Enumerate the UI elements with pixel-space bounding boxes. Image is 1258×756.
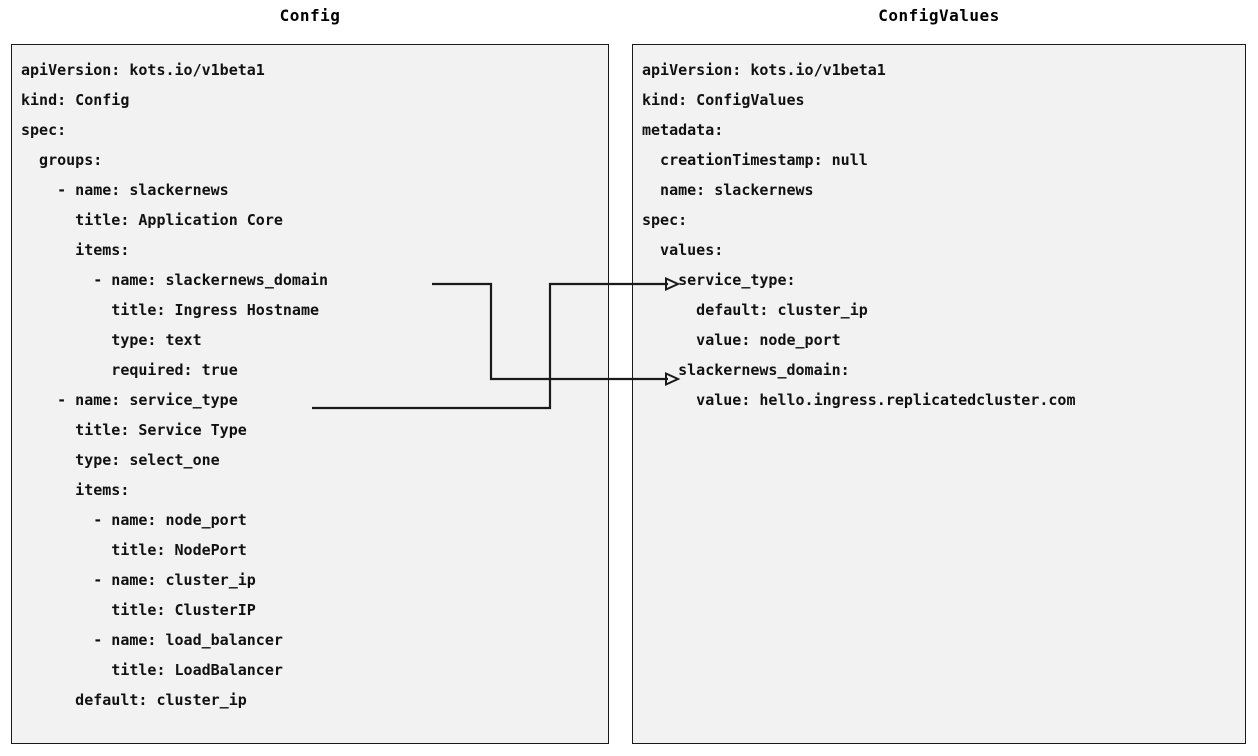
config-line-16: title: NodePort [21,541,247,559]
configvalues-line-6: values: [642,241,724,259]
config-line-21: default: cluster_ip [21,691,247,709]
config-line-11: - name: service_type [21,391,238,409]
configvalues-line-8: default: cluster_ip [642,301,868,319]
configvalues-yaml-panel: apiVersion: kots.io/v1beta1 kind: ConfigV… [632,44,1246,744]
configvalues-line-9: value: node_port [642,331,841,349]
configvalues-line-5: spec: [642,211,688,229]
configvalues-line-10: slackernews_domain: [642,361,850,379]
config-line-6: items: [21,241,130,259]
config-line-12: title: Service Type [21,421,247,439]
config-line-14: items: [21,481,130,499]
config-line-1: kind: Config [21,91,130,109]
config-line-7: - name: slackernews_domain [21,271,329,289]
config-line-18: title: ClusterIP [21,601,256,619]
config-line-8: title: Ingress Hostname [21,301,320,319]
config-yaml-content: apiVersion: kots.io/v1beta1 kind: Config s… [21,55,608,715]
configvalues-line-1: kind: ConfigValues [642,91,805,109]
config-line-10: required: true [21,361,238,379]
config-line-0: apiVersion: kots.io/v1beta1 [21,61,265,79]
configvalues-line-4: name: slackernews [642,181,814,199]
config-line-3: groups: [21,151,103,169]
configvalues-panel-title: ConfigValues [878,6,1000,25]
config-panel-title: Config [279,6,341,25]
config-line-19: - name: load_balancer [21,631,283,649]
config-line-9: type: text [21,331,202,349]
configvalues-line-11: value: hello.ingress.replicatedcluster.c… [642,391,1076,409]
configvalues-yaml-content: apiVersion: kots.io/v1beta1 kind: ConfigV… [642,55,1245,415]
config-line-13: type: select_one [21,451,220,469]
config-line-20: title: LoadBalancer [21,661,283,679]
config-line-4: - name: slackernews [21,181,229,199]
configvalues-line-2: metadata: [642,121,724,139]
configvalues-line-7: service_type: [642,271,796,289]
config-line-5: title: Application Core [21,211,283,229]
configvalues-line-3: creationTimestamp: null [642,151,868,169]
config-line-15: - name: node_port [21,511,247,529]
configvalues-line-0: apiVersion: kots.io/v1beta1 [642,61,886,79]
config-line-17: - name: cluster_ip [21,571,256,589]
config-line-2: spec: [21,121,67,139]
config-yaml-panel: apiVersion: kots.io/v1beta1 kind: Config s… [11,44,609,744]
